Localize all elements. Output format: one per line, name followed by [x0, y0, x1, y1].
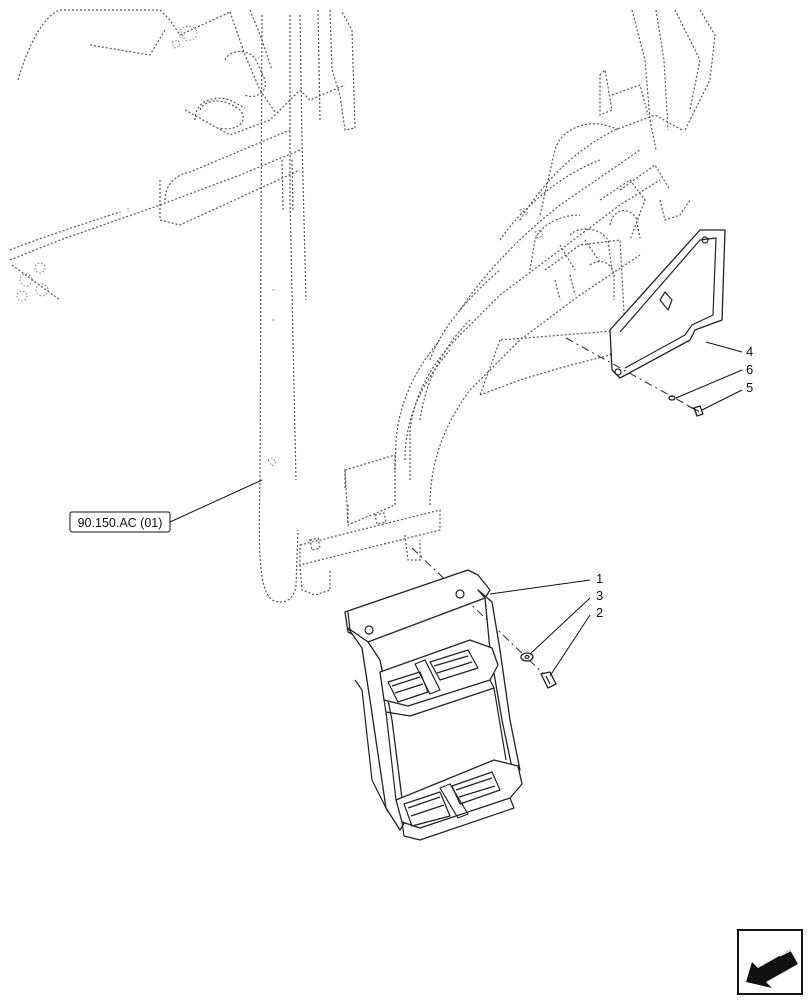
- callout-3[interactable]: 3: [596, 588, 603, 603]
- callout-6[interactable]: 6: [746, 362, 753, 377]
- callout-5[interactable]: 5: [746, 380, 753, 395]
- reference-label-box: [69, 511, 171, 533]
- callout-4[interactable]: 4: [746, 344, 753, 359]
- callout-labels: 1 2 3 4 5 6: [596, 344, 753, 620]
- part-bolt-step: [540, 671, 557, 689]
- leader-4: [705, 341, 743, 353]
- leader-5: [701, 389, 743, 411]
- leader-2: [549, 614, 591, 677]
- arrow-left-down-icon[interactable]: [737, 929, 803, 995]
- callout-2[interactable]: 2: [596, 605, 603, 620]
- reference-label: 90.150.AC (01): [78, 516, 163, 530]
- part-step-ladder: [344, 569, 523, 841]
- part-screw-cover: [687, 405, 704, 417]
- leader-6: [675, 369, 743, 399]
- leader-1: [489, 579, 591, 595]
- callout-leaders: [489, 341, 743, 677]
- cab-structure-ghost: [9, 9, 716, 603]
- part-cover-plate: [609, 229, 726, 379]
- assembly-axis-cover: [565, 337, 701, 413]
- reference-leader-line: [169, 479, 263, 523]
- reference-callout[interactable]: 90.150.AC (01): [69, 479, 263, 533]
- leader-3: [529, 597, 591, 655]
- callout-1[interactable]: 1: [596, 571, 603, 586]
- part-washer-step: [520, 652, 534, 662]
